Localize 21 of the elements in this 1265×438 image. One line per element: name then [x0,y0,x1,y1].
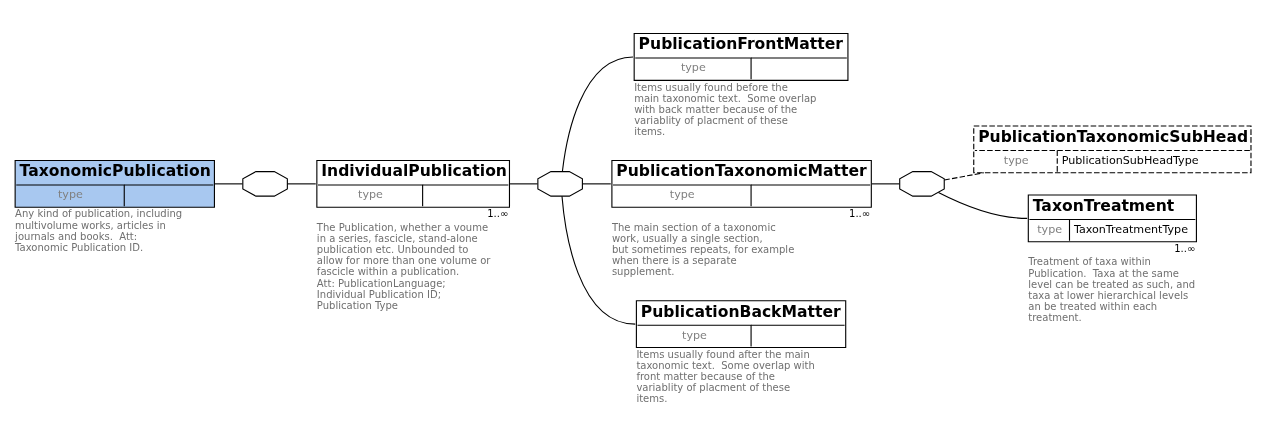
node-label: Any kind of publication, including multivolume works, articles in journals and books. Att: Taxonomic Publication ID. [15,208,183,253]
node-label: The Publication, whether a voume in a series, fascicle, stand-alone publication etc. Unbounded to allow for more than one volume or fascicle within a publication. Att: PublicationLanguage; Individual Publication ID; Publication Type [316,221,491,311]
node-octagon [537,170,583,197]
node-octagon [899,170,945,197]
connector [581,182,612,184]
node-label: Items usually found before the main taxonomic text. Some overlap with back matter because of the variablity of placment of these items. [634,81,817,137]
connector [561,195,636,325]
connector [943,171,985,181]
connector [214,182,244,184]
node-label: 1..∞ [1174,242,1196,254]
connector [561,55,634,172]
node-label: The main section of a taxonomic work, usually a single section, but sometimes repeats, for example when there is a separate supplement. [611,221,795,277]
connector [871,182,900,184]
node-label: Treatment of taxa within Publication. Taxa at the same level can be treated as such, and taxa at lower hierarchical levels an be treated within each treatment. [1028,255,1196,323]
connector [937,191,1028,219]
node-label: Items usually found after the main taxonomic text. Some overlap with front matter because of the variablity of placment of these items. [636,348,815,404]
node-label: 1..∞ [849,208,871,219]
node-octagon [242,170,288,197]
connector [509,182,539,184]
node-label: 1..∞ [487,208,509,219]
connector [286,182,317,184]
